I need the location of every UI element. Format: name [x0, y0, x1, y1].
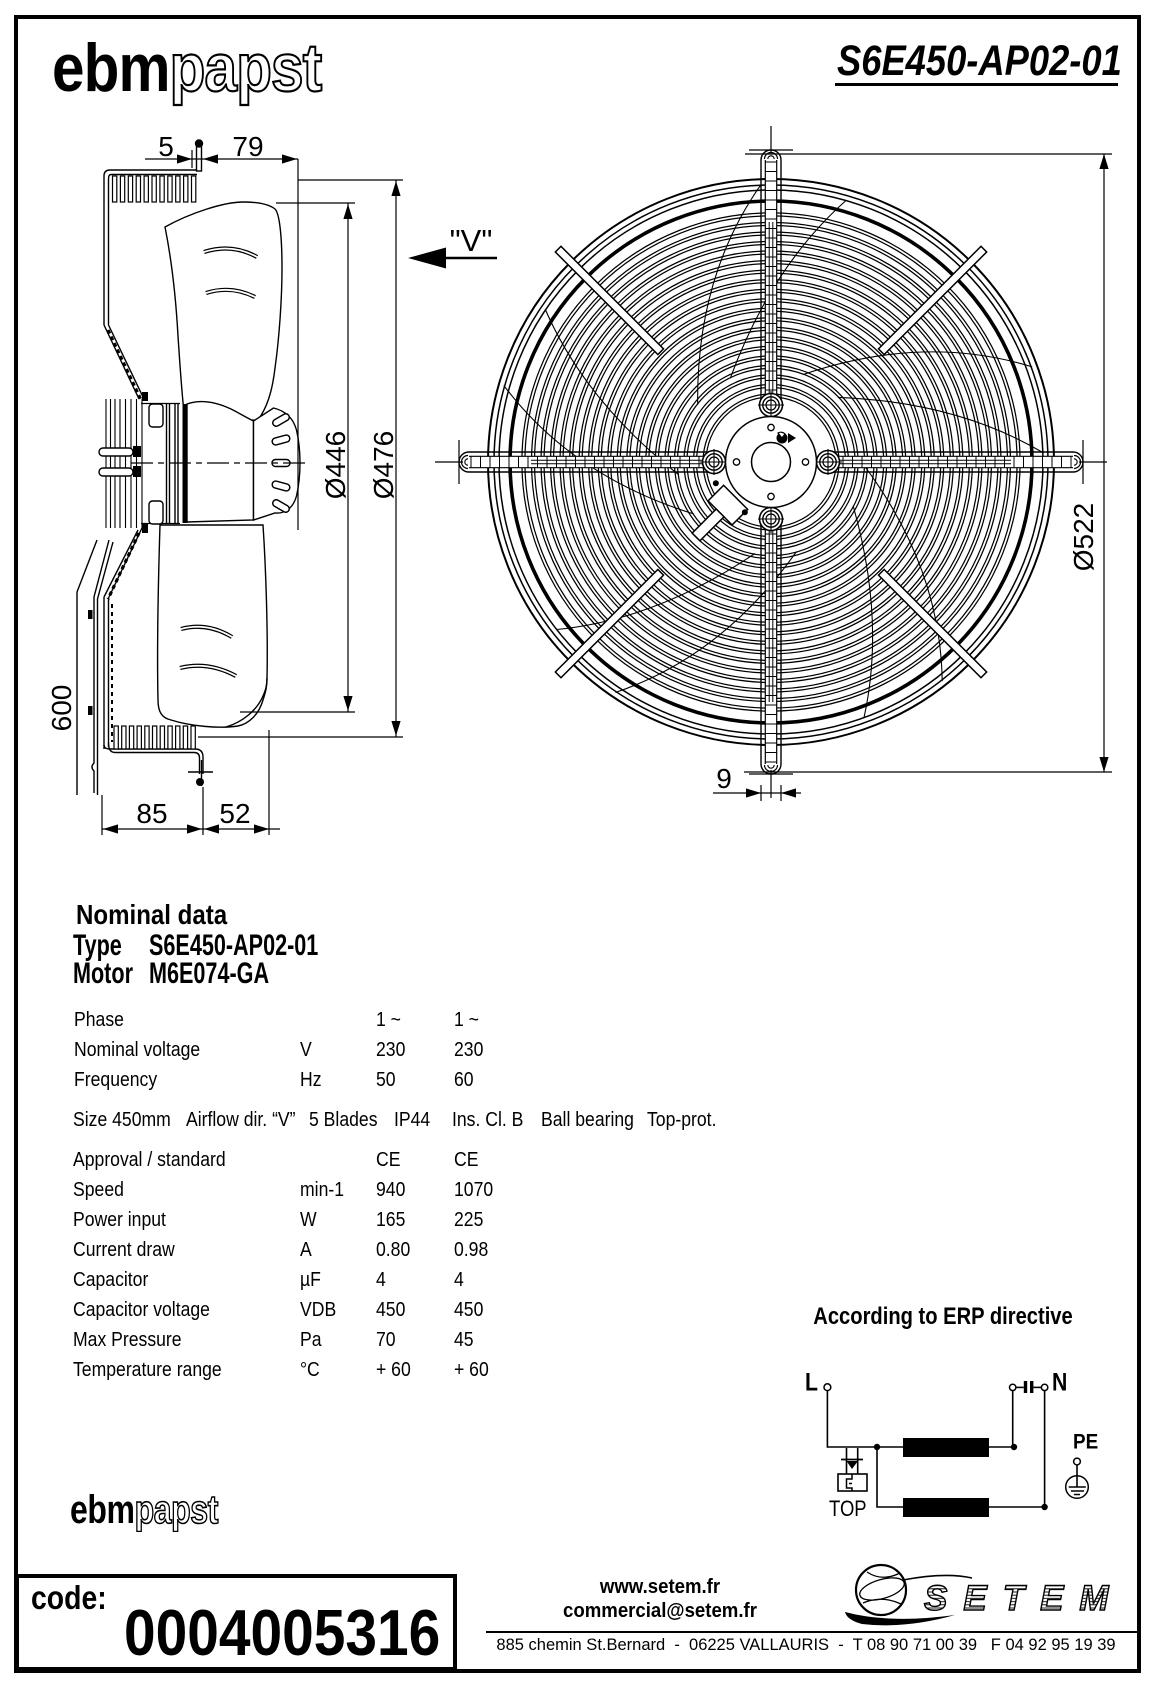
svg-text:79: 79: [232, 131, 263, 162]
svg-text:Ø446: Ø446: [320, 431, 351, 500]
svg-text:According to ERP directive: According to ERP directive: [813, 1302, 1072, 1329]
svg-text:L: L: [805, 1368, 818, 1396]
svg-text:85: 85: [136, 798, 167, 829]
svg-text:SETEM: SETEM: [924, 1579, 1125, 1618]
svg-text:N: N: [1052, 1368, 1067, 1396]
svg-text:"V": "V": [450, 223, 493, 258]
svg-text:52: 52: [219, 798, 250, 829]
svg-text:5: 5: [158, 131, 174, 162]
svg-text:Ø476: Ø476: [368, 431, 399, 500]
svg-text:TOP: TOP: [829, 1498, 867, 1522]
svg-text:600: 600: [46, 685, 77, 732]
svg-text:Ø522: Ø522: [1068, 503, 1099, 572]
svg-text:PE: PE: [1073, 1431, 1098, 1454]
svg-text:9: 9: [716, 763, 732, 794]
